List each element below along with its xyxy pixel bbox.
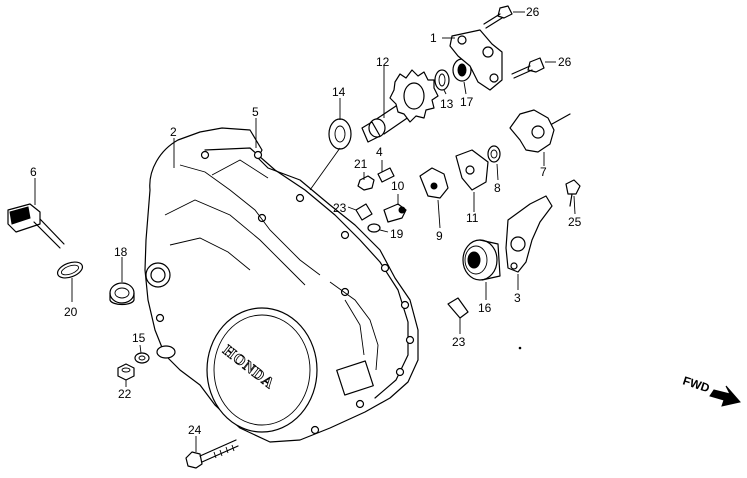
forward-arrow-icon xyxy=(709,385,741,407)
callout-6: 6 xyxy=(30,165,37,179)
bolt-part-25 xyxy=(565,179,581,207)
arm-part-3 xyxy=(505,195,553,273)
callout-9: 9 xyxy=(436,229,443,243)
bolt-part-26-upper xyxy=(483,5,513,29)
bolt-part-10 xyxy=(383,203,407,223)
forward-direction-indicator: FWD xyxy=(681,374,741,407)
bearing-part-16 xyxy=(462,239,501,281)
callout-26-lower: 26 xyxy=(558,55,572,69)
dowel-part-23-lower xyxy=(447,297,469,319)
callout-18: 18 xyxy=(114,245,128,259)
kick-shaft-gear-part-12 xyxy=(361,69,439,143)
leader-lines xyxy=(34,11,576,452)
callout-22: 22 xyxy=(118,387,132,401)
callout-14: 14 xyxy=(332,85,346,99)
plate-part-1 xyxy=(449,29,503,91)
spring-part-8 xyxy=(487,145,501,163)
o-ring-part-19 xyxy=(367,223,381,233)
callout-2: 2 xyxy=(170,125,177,139)
callout-15: 15 xyxy=(132,331,146,345)
callout-19: 19 xyxy=(390,227,404,241)
callout-17: 17 xyxy=(460,95,474,109)
lever-part-7 xyxy=(509,109,571,153)
nut-part-21 xyxy=(357,175,375,191)
nut-part-22 xyxy=(117,363,135,381)
washer-part-15 xyxy=(134,352,150,364)
callout-10: 10 xyxy=(391,179,405,193)
callout-11: 11 xyxy=(466,211,479,225)
callout-23-lower: 23 xyxy=(452,335,466,349)
callout-1: 1 xyxy=(430,31,437,45)
clutch-dome-cover: HONDA xyxy=(206,307,318,433)
washer-part-14 xyxy=(328,118,352,150)
callout-labels: 1 2 3 4 5 6 7 8 9 10 11 12 13 14 15 16 1… xyxy=(30,5,582,437)
o-ring-part-13 xyxy=(434,69,450,91)
bolt-part-24 xyxy=(185,439,239,469)
pin-part-4 xyxy=(377,167,395,183)
callout-25: 25 xyxy=(568,215,582,229)
callout-13: 13 xyxy=(440,97,454,111)
callout-3: 3 xyxy=(514,291,521,305)
callout-12: 12 xyxy=(376,55,390,69)
callout-16: 16 xyxy=(478,301,492,315)
callout-5: 5 xyxy=(252,105,259,119)
callout-26-upper: 26 xyxy=(526,5,540,19)
callout-4: 4 xyxy=(376,145,383,159)
callout-20: 20 xyxy=(64,305,78,319)
callout-21: 21 xyxy=(354,157,368,171)
callout-8: 8 xyxy=(494,181,501,195)
dowel-part-23-upper xyxy=(355,203,373,221)
callout-23-upper: 23 xyxy=(333,201,347,215)
bolt-part-26-lower xyxy=(511,57,545,79)
callout-24: 24 xyxy=(188,423,202,437)
oil-filler-cap-part-6 xyxy=(7,203,65,249)
callout-7: 7 xyxy=(540,165,547,179)
o-ring-part-20 xyxy=(56,261,84,279)
plate-part-11 xyxy=(455,149,489,191)
oil-seal-part-18 xyxy=(109,282,135,306)
fwd-label: FWD xyxy=(681,374,712,396)
cam-part-9 xyxy=(419,167,449,199)
